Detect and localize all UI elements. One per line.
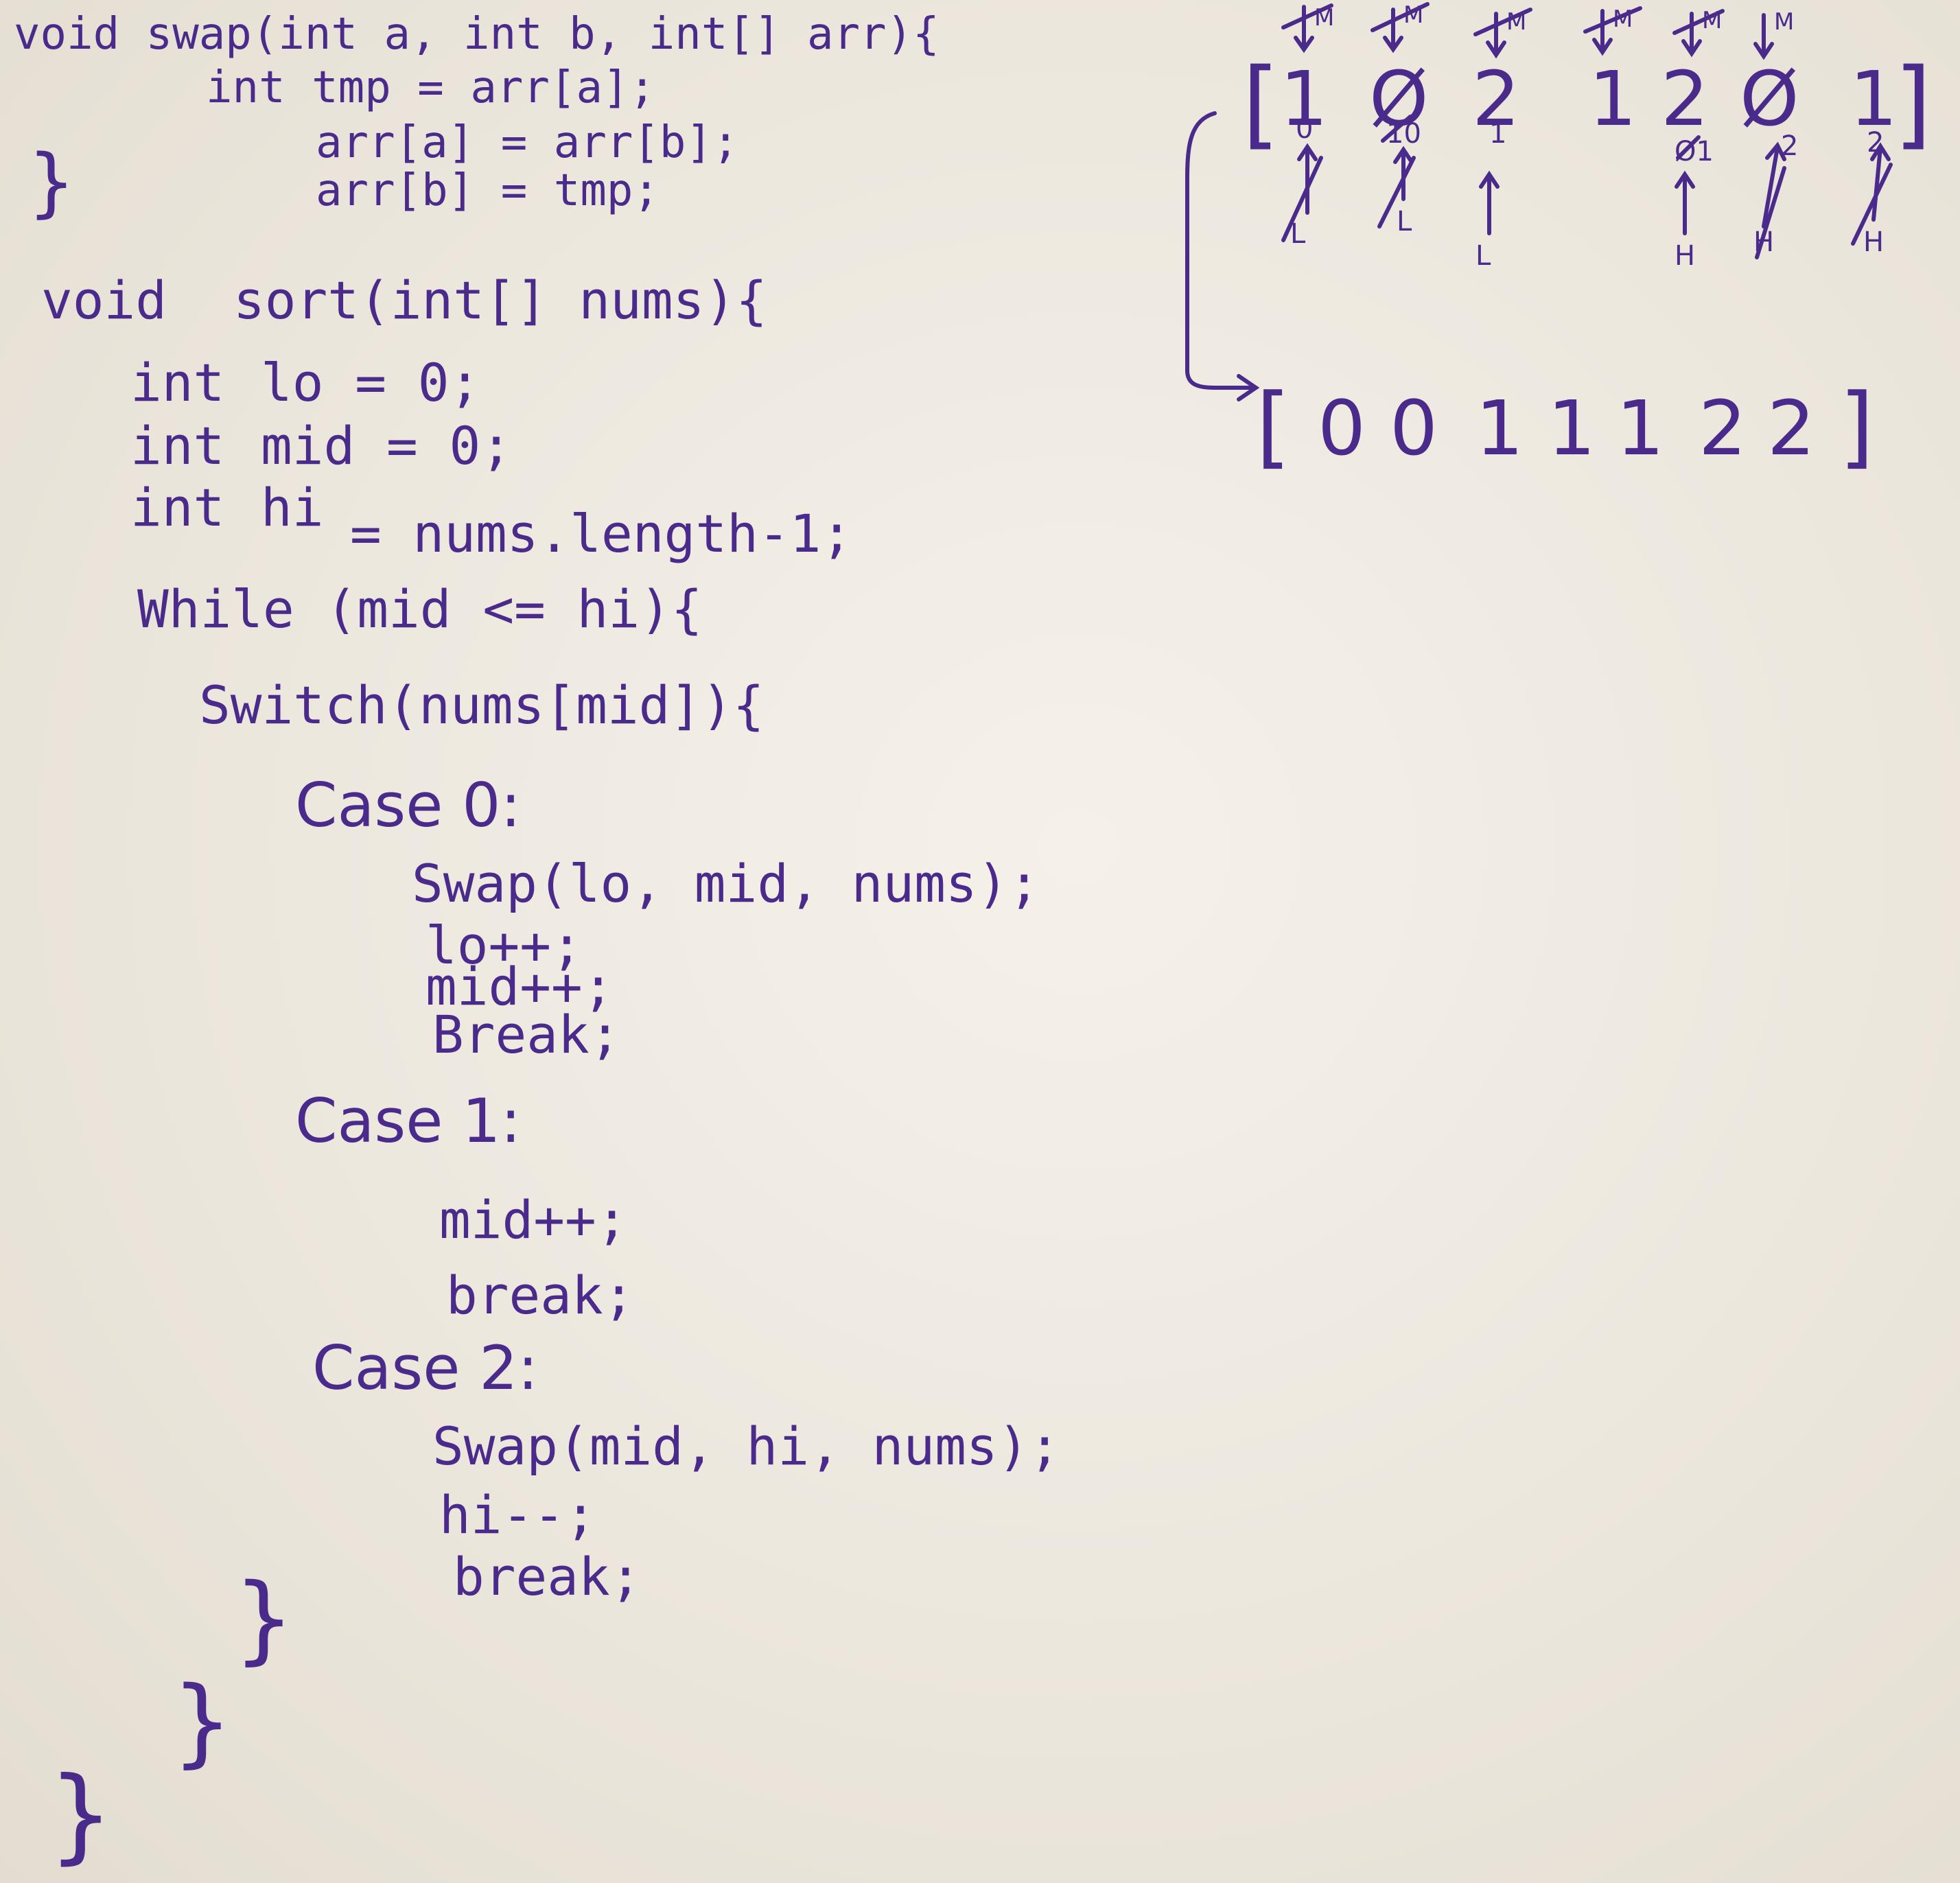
case2-swap: Swap(mid, hi, nums); [432,1416,1061,1477]
down-arrow [1486,12,1506,59]
case2-hi-decrement: hi--; [439,1484,596,1545]
decl-hi-name: hi [261,477,324,538]
swap-close-brace: } [27,138,75,226]
up-arrow-hi [1675,170,1695,235]
result-value: 2 [1767,384,1815,472]
down-arrow [1753,13,1774,60]
down-arrow [1681,12,1702,58]
strike [1755,166,1786,259]
trace-value: 2 [1661,55,1709,143]
case1-label: Case 1: [295,1086,521,1156]
switch-close-brace: } [233,1563,295,1675]
strike [1381,115,1412,143]
swap-signature: void swap(int a, int b, int[] arr){ [14,9,940,60]
case0-mid-increment: mid++; [425,956,614,1017]
strike [1583,6,1642,34]
switch-line: Switch(nums[mid]){ [199,675,765,736]
strike [1281,156,1323,242]
result-value: 2 [1699,384,1747,472]
top-mark-mid: M [1774,8,1795,36]
result-value: 1 [1616,384,1664,472]
pointer-mark-lo: L [1290,218,1306,250]
trace-sub-value: 1 [1489,118,1507,150]
decl-lo: lo = 0; [261,352,481,413]
result-close-bracket: ] [1839,374,1874,478]
case0-swap: Swap(lo, mid, nums); [412,853,1040,914]
result-value: 1 [1548,384,1596,472]
pointer-mark-lo: L [1397,206,1412,237]
case2-label: Case 2: [312,1333,538,1403]
trace-value: 1 [1850,55,1898,143]
strike [1370,2,1430,32]
down-arrow [1294,5,1314,54]
trace-value: 2 [1472,55,1520,143]
up-arrow-hi [1870,142,1891,222]
decl-lo-type: int [130,352,225,413]
result-open-bracket: [ [1256,374,1291,478]
case0-label: Case 0: [295,770,521,841]
case2-break: break; [453,1546,642,1607]
strike [1672,9,1725,35]
up-arrow-lo [1479,170,1500,235]
case0-lo-increment: lo++; [425,915,583,976]
trace-value: Ø [1740,55,1799,143]
decl-hi-value: = nums.length-1; [350,503,853,564]
strike [1676,135,1701,160]
case1-break: break; [446,1265,635,1326]
pointer-mark-hi: H [1675,240,1696,272]
sort-close-brace: } [48,1755,114,1875]
sort-void: void [41,270,167,331]
case1-mid-increment: mid++; [439,1189,628,1250]
strike [1473,8,1532,36]
pointer-mark-hi: H [1863,226,1885,258]
connector-arrow [1185,111,1258,390]
trace-close-bracket: ] [1894,48,1932,160]
decl-hi-type: int [130,477,225,538]
swap-assign-a-line: arr[a] = arr[b]; [316,117,739,168]
connector-arrow-head [1237,374,1260,401]
up-arrow-lo [1297,143,1318,215]
trace-open-bracket: [ [1242,48,1280,160]
sort-signature: sort(int[] nums){ [233,270,767,331]
trace-value: 1 [1280,55,1328,143]
down-arrow [1592,9,1613,56]
while-line: While (mid <= hi){ [137,578,703,640]
up-arrow-hi [1762,141,1786,229]
trace-value: 1 [1589,55,1637,143]
result-value: 1 [1475,384,1524,472]
decl-mid-type: int [130,415,225,476]
strike [1377,156,1416,229]
strike [1851,163,1893,246]
result-value: 0 [1390,384,1438,472]
swap-tmp-line: int tmp = arr[a]; [206,62,656,113]
pointer-mark-lo: L [1475,240,1491,272]
decl-mid: mid = 0; [261,415,513,476]
case0-break: Break; [432,1004,621,1065]
trace-sub-value: 0 [1296,113,1314,145]
while-close-brace: } [172,1666,233,1778]
down-arrow [1383,8,1403,54]
result-value: 0 [1318,384,1366,472]
swap-assign-b-line: arr[b] = tmp; [316,165,660,216]
strike [1281,3,1333,30]
